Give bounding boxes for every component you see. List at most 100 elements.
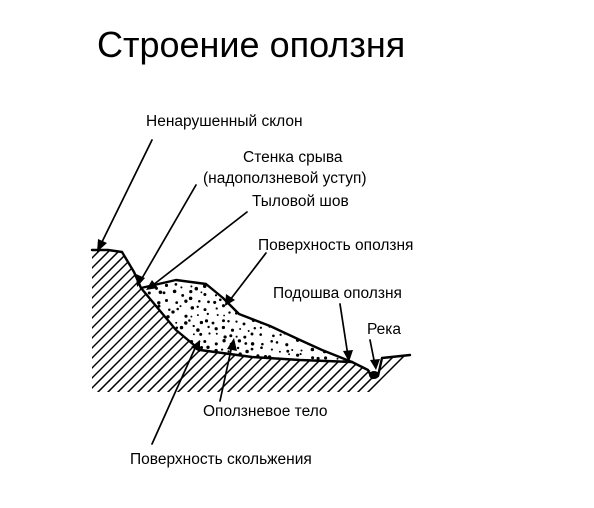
stipple-dot: [271, 364, 273, 366]
stipple-dot: [351, 321, 352, 324]
stipple-dot: [199, 320, 204, 325]
stipple-dot: [175, 337, 178, 339]
arrowhead-undisturbed-slope: [97, 239, 107, 252]
arrowhead-landslide-surface: [225, 294, 235, 306]
stipple-dot: [292, 325, 295, 328]
stipple-dot: [343, 311, 346, 314]
stipple-dot: [198, 300, 201, 303]
stipple-dot: [319, 329, 323, 333]
stipple-dot: [259, 290, 264, 295]
stipple-dot: [235, 320, 238, 323]
hatch-line: [92, 250, 201, 392]
stipple-dot: [296, 305, 299, 308]
stipple-dot: [247, 330, 250, 332]
stipple-dot: [229, 334, 233, 338]
stipple-dot: [244, 342, 248, 345]
stipple-dot: [316, 356, 320, 360]
stipple-dot: [147, 291, 151, 295]
stipple-dot: [335, 347, 339, 351]
arrowhead-landslide-foot: [343, 350, 353, 362]
stipple-dot: [246, 298, 249, 301]
stipple-dot: [239, 297, 242, 300]
stipple-dot: [196, 305, 199, 308]
hatch-line: [92, 250, 121, 392]
stipple-dot: [227, 350, 230, 353]
stipple-dot: [147, 314, 149, 317]
stipple-dot: [290, 318, 294, 322]
stipple-dot: [164, 335, 168, 339]
stipple-dot: [239, 294, 243, 297]
stipple-dot: [222, 339, 226, 343]
stipple-dot: [323, 320, 326, 323]
stipple-dot: [223, 335, 227, 339]
stipple-dot: [213, 300, 217, 304]
arrowhead-river: [370, 359, 380, 370]
stipple-dot: [335, 314, 338, 317]
stipple-dot: [190, 315, 193, 318]
stipple-dot: [207, 325, 210, 329]
stipple-dot: [300, 349, 303, 352]
stipple-dot: [148, 304, 152, 308]
stipple-dot: [270, 340, 274, 343]
hatch-line: [92, 250, 181, 392]
stipple-dot: [157, 301, 161, 305]
stipple-dot: [268, 300, 271, 303]
stipple-dot: [199, 332, 203, 336]
stipple-dot: [175, 321, 178, 324]
stipple-dot: [317, 315, 320, 318]
hatch-line: [0, 200, 40, 400]
stipple-dot: [203, 308, 207, 312]
stipple-dot: [288, 321, 291, 324]
hatch-line: [309, 250, 410, 392]
arrowhead-slip-surface: [191, 340, 200, 352]
stipple-dot: [237, 339, 242, 343]
stipple-dot: [279, 308, 282, 311]
stipple-dot: [214, 327, 218, 331]
stipple-dot: [308, 308, 312, 312]
stipple-dot: [236, 346, 240, 350]
stipple-dot: [224, 290, 226, 293]
stipple-dot: [223, 314, 226, 317]
stipple-dot: [309, 364, 312, 367]
stipple-dot: [222, 319, 225, 323]
stipple-dot: [341, 340, 344, 343]
stipple-dot: [328, 331, 332, 336]
stipple-dot: [247, 284, 250, 288]
stipple-dot: [351, 311, 352, 314]
stipple-dot: [325, 328, 329, 331]
stipple-dot: [228, 311, 231, 314]
stipple-dot: [279, 333, 282, 336]
stipple-dot: [259, 326, 263, 329]
stipple-dot: [141, 313, 142, 316]
label-slip-surface: Поверхность скольжения: [130, 451, 312, 468]
hatch-line: [92, 250, 101, 392]
stipple-dot: [280, 364, 282, 366]
stipple-dot: [285, 312, 289, 317]
stipple-dot: [250, 342, 255, 346]
stipple-dot: [192, 324, 195, 328]
stipple-dot: [256, 299, 259, 302]
stipple-dot: [227, 289, 230, 293]
leader-rear-seam: [152, 211, 248, 286]
stipple-dot: [211, 284, 215, 288]
stipple-dot: [352, 333, 354, 335]
stipple-dot: [276, 311, 281, 316]
hatch-line: [349, 250, 410, 392]
stipple-dot: [179, 325, 184, 330]
hatch-line: [0, 200, 70, 400]
hatch-line: [0, 200, 60, 400]
stipple-dot: [206, 345, 210, 349]
hatch-line: [92, 250, 171, 392]
leader-landslide-foot: [339, 303, 349, 357]
label-landslide-surface: Поверхность оползня: [258, 237, 413, 254]
stipple-dot: [253, 326, 257, 330]
hatch-line: [92, 250, 161, 392]
arrowhead-rear-seam: [146, 280, 158, 290]
hatch-line: [92, 250, 221, 392]
stipple-dot: [207, 300, 210, 304]
stipple-dot: [141, 340, 145, 344]
stipple-dot: [240, 364, 243, 367]
stipple-dot: [350, 328, 352, 331]
stipple-dot: [332, 341, 336, 345]
stipple-dot: [196, 328, 200, 332]
